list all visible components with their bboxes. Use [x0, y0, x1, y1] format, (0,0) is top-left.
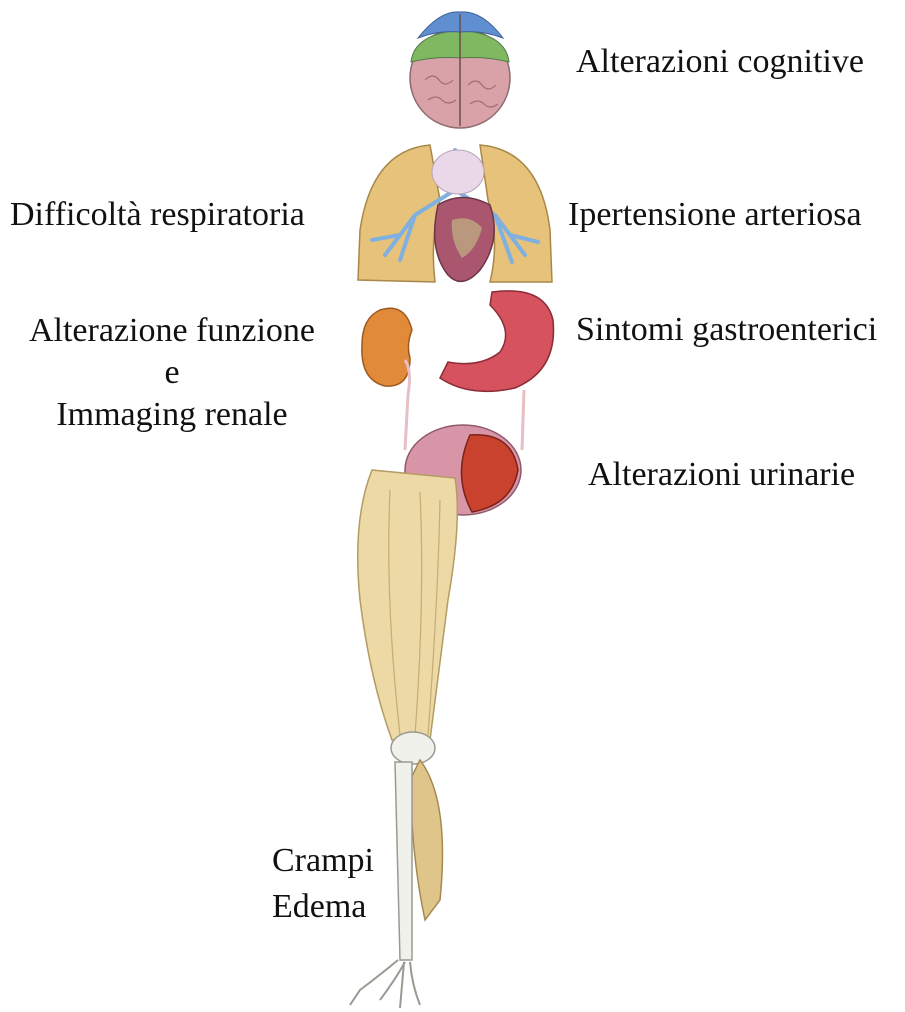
ureter-right	[522, 390, 524, 450]
label-renal-line2: e	[16, 352, 328, 394]
stomach	[440, 291, 554, 392]
label-urinary-alterations: Alterazioni urinarie	[588, 455, 855, 495]
label-cramps-edema: Crampi Edema	[272, 838, 374, 930]
kidney-illustration	[362, 308, 412, 450]
label-renal-line1: Alterazione funzione	[16, 310, 328, 352]
label-renal-line3: Immaging renale	[16, 394, 328, 436]
shin-bone	[395, 762, 412, 960]
trachea-top	[432, 150, 484, 194]
label-edema: Edema	[272, 884, 374, 930]
lungs-heart-illustration	[358, 145, 552, 282]
kidney	[362, 308, 412, 386]
thigh-muscles	[358, 470, 458, 740]
calf-muscle	[410, 760, 443, 920]
foot-bones	[350, 960, 420, 1008]
label-respiratory-difficulty: Difficoltà respiratoria	[10, 195, 305, 235]
brain-illustration	[410, 12, 510, 128]
label-cognitive-alterations: Alterazioni cognitive	[576, 42, 864, 82]
label-gastro-symptoms: Sintomi gastroenterici	[576, 310, 877, 350]
label-cramps: Crampi	[272, 838, 374, 884]
label-renal-function: Alterazione funzione e Immaging renale	[16, 310, 328, 436]
knee-joint	[391, 732, 435, 764]
label-arterial-hypertension: Ipertensione arteriosa	[568, 195, 862, 235]
